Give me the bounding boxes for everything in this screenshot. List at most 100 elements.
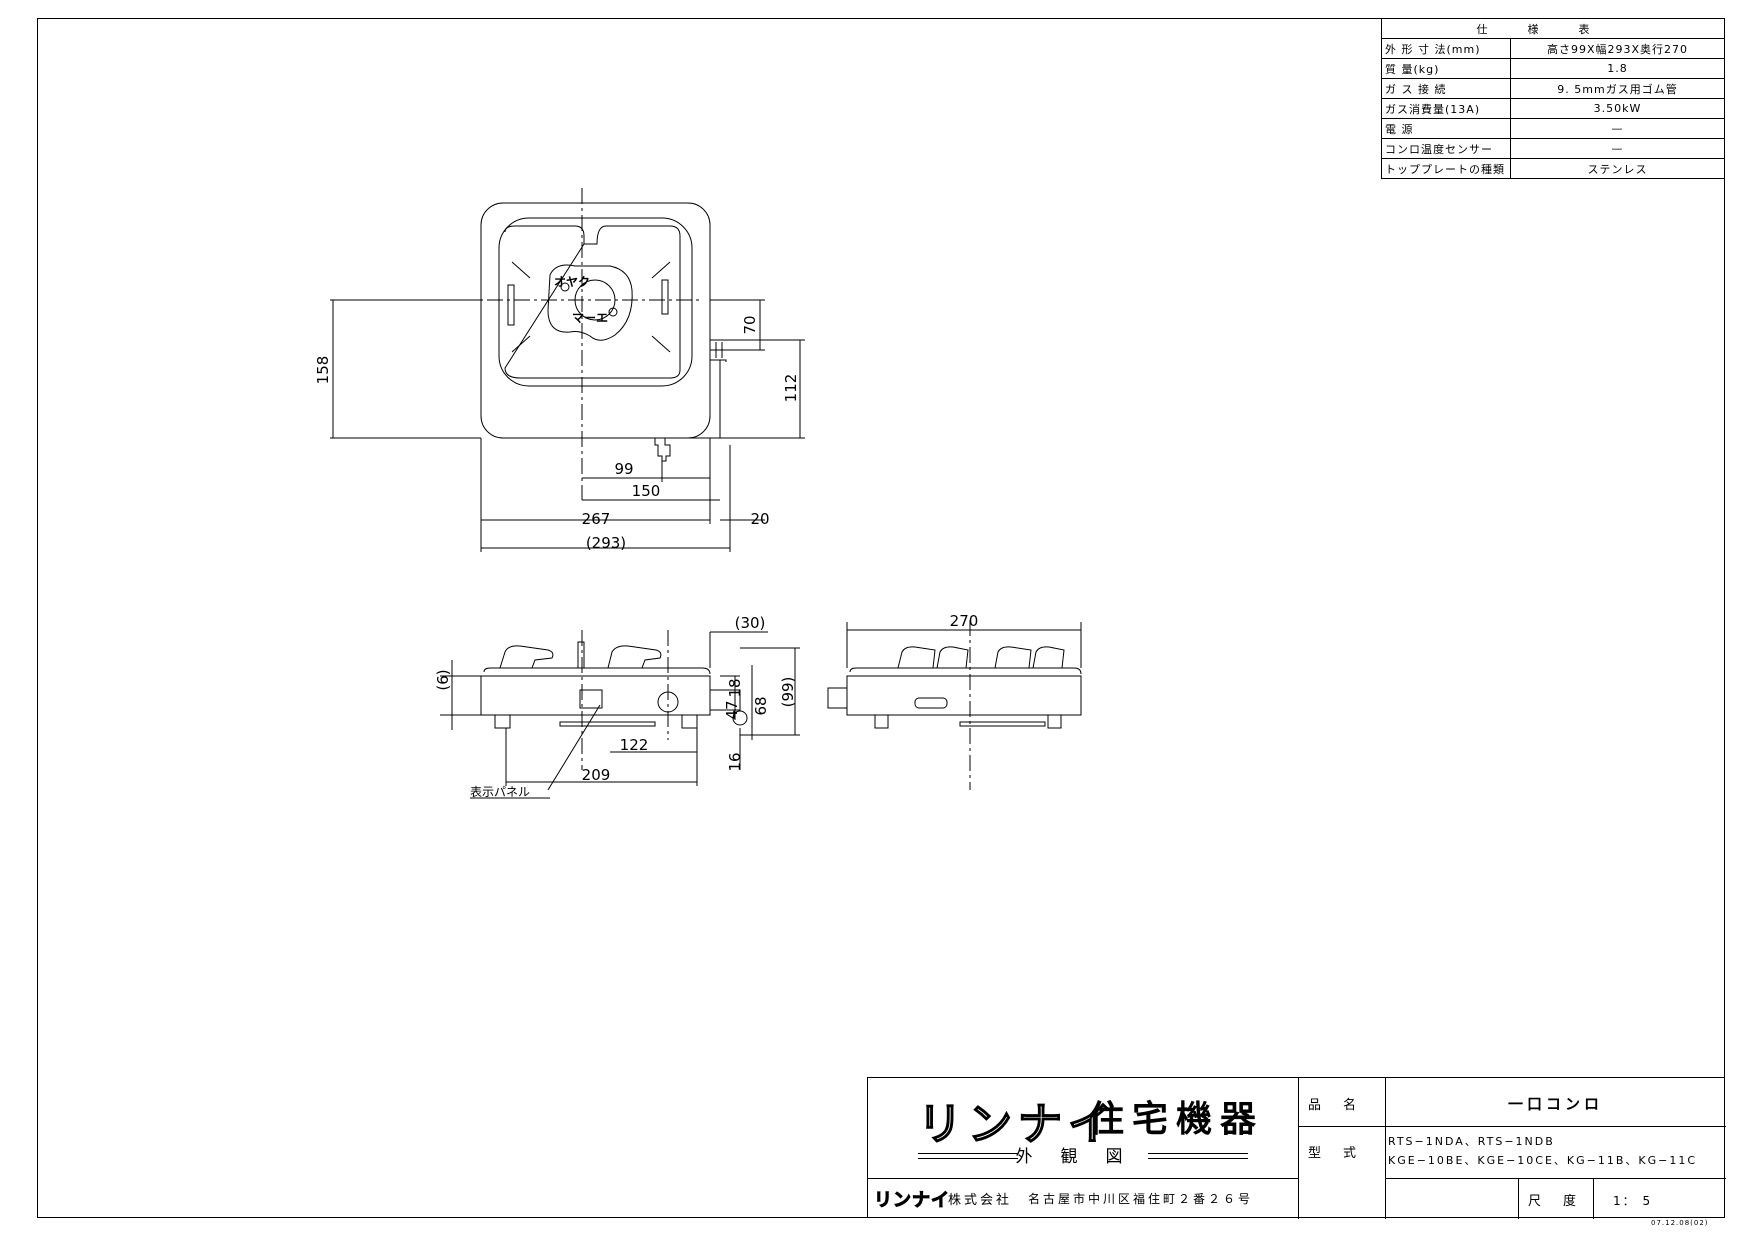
spec-label: ガス消費量(13A) xyxy=(1381,98,1511,119)
dimension-labels: 158 70 112 99 150 267 20 (293) (30) (6) … xyxy=(314,275,978,799)
model-line-2: KGE−10BE、KGE−10CE、KG−11B、KG−11C xyxy=(1388,1154,1698,1167)
spec-label: コンロ温度センサー xyxy=(1381,138,1511,159)
spec-value: — xyxy=(1510,118,1725,139)
dim-293: (293) xyxy=(586,534,626,552)
view-rule-left xyxy=(918,1153,1018,1159)
front-top-rim xyxy=(483,667,711,675)
plan-gas-inlet xyxy=(710,342,728,438)
side-top-rim xyxy=(849,667,1082,675)
dim-16: 16 xyxy=(726,752,744,771)
spec-row: ガス消費量(13A)3.50kW xyxy=(1381,98,1725,119)
spec-row: 電 源— xyxy=(1381,118,1725,139)
spec-value: ステンレス xyxy=(1510,158,1725,179)
knob-label-bottom: マーエ xyxy=(572,311,608,325)
dim-99h: (99) xyxy=(779,677,797,708)
col-divider xyxy=(1518,1178,1519,1219)
front-grate xyxy=(499,645,662,669)
plan-burner xyxy=(547,264,633,341)
spec-label: 電 源 xyxy=(1381,118,1511,139)
dim-18: 18 xyxy=(726,678,744,697)
spec-row: 外 形 寸 法(mm)高さ99X幅293X奥行270 xyxy=(1381,38,1725,59)
scale-value: 1： 5 xyxy=(1613,1194,1653,1208)
front-feet xyxy=(494,715,698,729)
front-body xyxy=(480,675,711,716)
revision-stamp: 07.12.08(02) xyxy=(1651,1219,1709,1227)
brand-area: リンナイ 住宅機器 外観図 xyxy=(868,1078,1299,1179)
spec-label: 質 量(kg) xyxy=(1381,58,1511,79)
row-divider xyxy=(1385,1178,1726,1179)
dim-112: 112 xyxy=(782,374,800,403)
dim-270: 270 xyxy=(950,612,979,630)
spec-row: 質 量(kg)1.8 xyxy=(1381,58,1725,79)
brand-logo: リンナイ xyxy=(917,1098,1118,1151)
dim-99: 99 xyxy=(614,460,633,478)
front-center-pin xyxy=(577,641,585,669)
spec-value: — xyxy=(1510,138,1725,159)
spec-table: 仕様表 外 形 寸 法(mm)高さ99X幅293X奥行270 質 量(kg)1.… xyxy=(1381,18,1725,179)
spec-label: ガ ス 接 続 xyxy=(1381,78,1511,99)
company-address: 名古屋市中川区福住町２番２６号 xyxy=(1028,1192,1254,1206)
front-display xyxy=(579,689,603,709)
spec-table-header: 仕様表 xyxy=(1381,18,1725,39)
col-divider xyxy=(1385,1078,1386,1219)
dim-47: 47 xyxy=(723,700,741,719)
dim-70: 70 xyxy=(741,315,759,334)
dim-68: 68 xyxy=(752,696,770,715)
side-gas-inlet xyxy=(827,687,848,709)
plan-view xyxy=(330,188,805,552)
dim-122: 122 xyxy=(620,736,649,754)
view-rule-right xyxy=(1148,1153,1248,1159)
company-logo: リンナイ xyxy=(874,1190,950,1212)
plan-side-slot-left xyxy=(507,284,515,326)
side-grate xyxy=(897,646,1065,669)
plan-knob-left xyxy=(560,282,570,292)
plan-knob-right xyxy=(608,307,618,317)
dim-209: 209 xyxy=(582,766,611,784)
plan-foot xyxy=(654,437,671,462)
plan-outline xyxy=(480,202,711,439)
company-name: 株式会社 xyxy=(948,1193,1013,1208)
view-title: 外観図 xyxy=(1015,1147,1151,1167)
side-body xyxy=(846,675,1082,716)
model-line-1: RTS−1NDA、RTS−1NDB xyxy=(1388,1135,1555,1148)
knob-label-top: オヤク xyxy=(554,275,590,289)
spec-value: 高さ99X幅293X奥行270 xyxy=(1510,38,1725,59)
front-gas-inlet xyxy=(710,689,741,711)
col-divider xyxy=(1593,1178,1594,1219)
front-view xyxy=(440,630,800,799)
side-feet xyxy=(874,715,1062,729)
plan-side-slot-right xyxy=(661,279,669,315)
side-view xyxy=(827,620,1082,790)
spec-label: 外 形 寸 法(mm) xyxy=(1381,38,1511,59)
drawing-frame xyxy=(37,18,1725,1218)
plan-grate-tray xyxy=(498,217,693,387)
spec-value: 9. 5mmガス用ゴム管 xyxy=(1510,78,1725,99)
spec-row: コンロ温度センサー— xyxy=(1381,138,1725,159)
front-gas-marker xyxy=(732,710,748,726)
dim-158: 158 xyxy=(314,356,332,385)
plan-grate-arms xyxy=(511,261,671,353)
panel-label: 表示パネル xyxy=(470,785,530,799)
dim-6: (6) xyxy=(434,669,452,690)
spec-value: 1.8 xyxy=(1510,58,1725,79)
spec-row: トッププレートの種類ステンレス xyxy=(1381,158,1725,179)
brand-house: 住宅機器 xyxy=(1088,1099,1265,1140)
company-area: リンナイ 株式会社 名古屋市中川区福住町２番２６号 xyxy=(868,1178,1299,1219)
model-label: 型式 xyxy=(1308,1146,1379,1161)
spec-value: 3.50kW xyxy=(1510,98,1725,119)
front-panel-strip xyxy=(559,721,656,727)
side-panel-strip xyxy=(959,721,1046,727)
spec-label: トッププレートの種類 xyxy=(1381,158,1511,179)
dim-20: 20 xyxy=(750,510,769,528)
dim-30: (30) xyxy=(735,614,766,632)
scale-label: 尺度 xyxy=(1528,1194,1599,1209)
row-divider xyxy=(1298,1126,1726,1127)
dim-267: 267 xyxy=(582,510,611,528)
product-name: 一口コンロ xyxy=(1507,1095,1603,1113)
product-label: 品名 xyxy=(1308,1098,1379,1113)
title-block: リンナイ 住宅機器 外観図 リンナイ 株式会社 名古屋市中川区福住町２番２６号 … xyxy=(867,1077,1726,1219)
plan-grate xyxy=(504,225,681,379)
dim-150: 150 xyxy=(632,482,661,500)
